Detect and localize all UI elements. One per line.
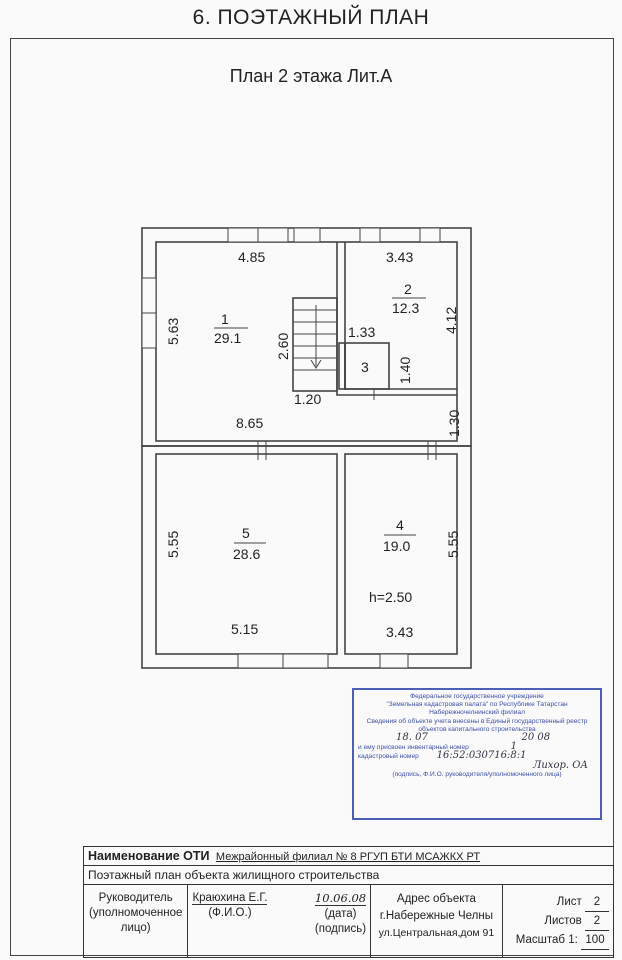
room1-area: 29.1 xyxy=(214,330,241,346)
stamp-line: "Земельная кадастровая палата" по Респуб… xyxy=(386,701,568,709)
head-label-3: лицо) xyxy=(120,922,151,934)
room1-width-top: 4.85 xyxy=(238,249,265,265)
stamp-inventory: и ему присвоен инвентарный номер 1 xyxy=(358,741,518,753)
room3-door xyxy=(338,342,346,390)
fio-label: (Ф.И.О.) xyxy=(208,907,252,919)
head-name: Краюхина Е.Г. xyxy=(192,892,268,905)
signature-cell: Краюхина Е.Г. (Ф.И.О.) 10.06.08 (дата) (… xyxy=(187,884,372,958)
room2-left-wall xyxy=(336,242,457,396)
stairs-outline xyxy=(292,297,338,392)
stair-length: 2.60 xyxy=(275,333,291,360)
room3-height: 1.40 xyxy=(397,357,413,384)
stamp-date-year: 20 08 xyxy=(521,732,551,744)
room2-height-right: 4.12 xyxy=(443,307,459,334)
room5-height-left: 5.55 xyxy=(165,531,181,558)
room5-area: 28.6 xyxy=(233,546,260,562)
date-value: 10.06.08 xyxy=(314,891,367,906)
stamp-cadastral: кадастровый номер 16:52:030716:8:1 xyxy=(358,750,527,762)
room3-number: 3 xyxy=(361,359,369,375)
room4-height-right: 5.55 xyxy=(445,531,461,558)
stamp-signature: Лихор. ОА xyxy=(533,759,588,771)
plan-name: Поэтажный план объекта жилищного строите… xyxy=(88,868,380,882)
windows xyxy=(141,227,441,669)
room1-height-left: 5.63 xyxy=(165,318,181,345)
room1-width-bottom: 8.65 xyxy=(236,415,263,431)
page-heading: 6. ПОЭТАЖНЫЙ ПЛАН xyxy=(192,6,430,29)
room1-number: 1 xyxy=(221,311,229,327)
room5-number: 5 xyxy=(242,525,250,541)
stamp-line: объектов капитального строительства xyxy=(418,725,536,733)
address-street: ул.Центральная,дом 91 xyxy=(378,927,495,939)
scale-value: 100 xyxy=(581,931,609,950)
room2-number: 2 xyxy=(404,281,412,297)
sheet-value: 2 xyxy=(585,893,609,912)
stamp-line: Набережночелнинский филиал xyxy=(429,709,525,717)
plan-title: План 2 этажа Лит.А xyxy=(229,66,393,86)
room5-width-bottom: 5.15 xyxy=(231,621,258,637)
sheet-cell: Лист 2 Листов 2 Масштаб 1: 100 xyxy=(501,884,615,958)
head-label: Руководитель xyxy=(98,892,173,904)
room3-width: 1.33 xyxy=(348,324,375,340)
room4-ceiling: h=2.50 xyxy=(369,589,412,605)
head-cell: Руководитель (уполномоченное лицо) xyxy=(82,884,189,958)
stamp-line: Сведения об объекте учета внесены в Един… xyxy=(366,717,588,725)
upper-inner-wall xyxy=(155,241,458,442)
floor-plan: 4.85 5.63 1 29.1 2.60 1.20 8.65 3.43 2 1… xyxy=(141,227,472,669)
plan-name-row: Поэтажный план объекта жилищного строите… xyxy=(83,865,614,885)
stair-width: 1.20 xyxy=(294,391,321,407)
room2-width-top: 3.43 xyxy=(386,249,413,265)
registration-stamp: Федеральное государственное учреждение "… xyxy=(352,688,602,820)
date-label: (дата) xyxy=(324,908,357,920)
stamp-line: Федеральное государственное учреждение xyxy=(410,693,544,700)
upper-outer-wall xyxy=(141,227,472,447)
address-label: Адрес объекта xyxy=(396,893,476,905)
lower-outer-wall xyxy=(141,445,472,669)
sign-label: (подпись) xyxy=(314,923,367,935)
door-ticks xyxy=(257,389,437,460)
scale-label: Масштаб 1: xyxy=(515,934,578,946)
corridor-height: 1.30 xyxy=(446,410,462,437)
sheet-label: Лист xyxy=(556,896,582,908)
oti-label: Наименование ОТИ xyxy=(88,849,210,863)
stamp-footer: (подпись, Ф.И.О. руководителя/уполномоче… xyxy=(392,770,562,778)
sheets-value: 2 xyxy=(585,912,609,931)
head-label-2: (уполномоченное xyxy=(89,907,183,919)
stamp-date: 18. 07 20 08 xyxy=(358,732,596,744)
oti-value: Межрайонный филиал № 8 РГУП БТИ МСАЖКХ Р… xyxy=(215,851,481,863)
title-block: Наименование ОТИ Межрайонный филиал № 8 … xyxy=(82,846,615,958)
room2-area: 12.3 xyxy=(392,300,419,316)
stamp-date-day: 18. 07 xyxy=(396,732,428,744)
room4-number: 4 xyxy=(396,517,404,533)
address-city: г.Набережные Челны xyxy=(379,910,493,922)
address-cell: Адрес объекта г.Набережные Челны ул.Цент… xyxy=(370,884,503,958)
sheets-label: Листов xyxy=(544,915,582,927)
room4-area: 19.0 xyxy=(383,538,410,554)
room4-width-bottom: 3.43 xyxy=(386,624,413,640)
stair-treads xyxy=(293,305,337,371)
oti-row: Наименование ОТИ Межрайонный филиал № 8 … xyxy=(83,846,614,866)
